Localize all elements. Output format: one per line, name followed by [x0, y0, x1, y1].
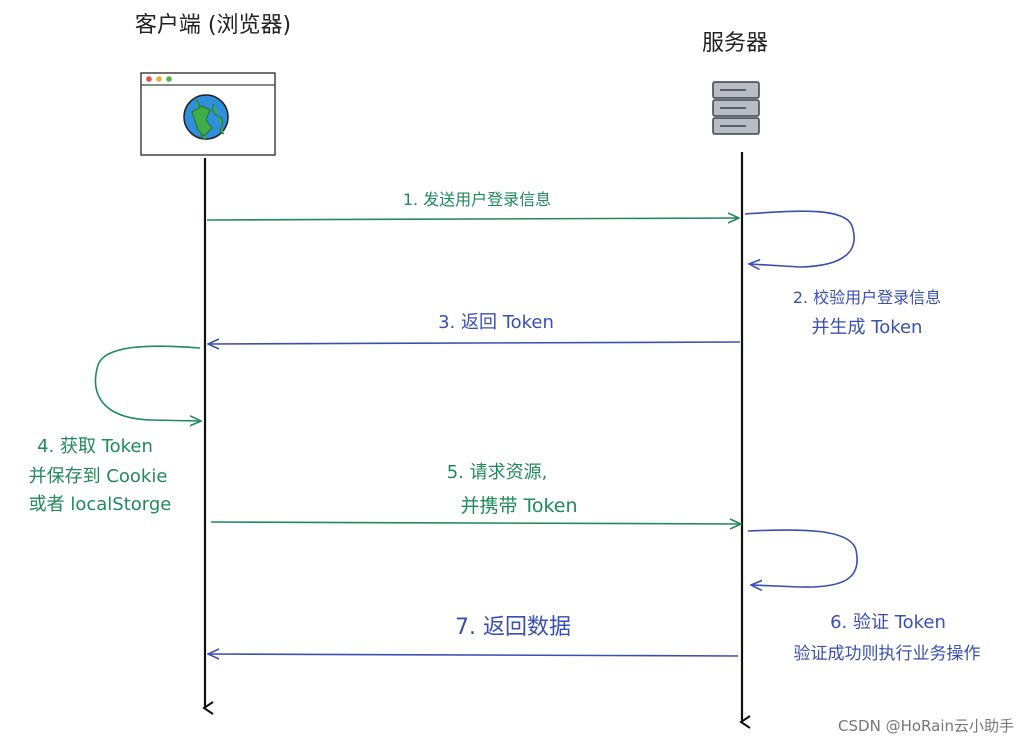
step7-arrow — [209, 654, 739, 656]
browser-icon — [140, 72, 276, 156]
step6-label-line1: 6. 验证 Token — [830, 612, 946, 633]
step5-label-line2: 并携带 Token — [460, 495, 577, 517]
step4-label-line1: 4. 获取 Token — [37, 436, 153, 457]
step4-label-line2: 并保存到 Cookie — [29, 466, 168, 487]
server-label: 服务器 — [702, 31, 768, 56]
step3-label: 3. 返回 Token — [438, 312, 554, 333]
step5-label-line1: 5. 请求资源, — [447, 462, 548, 483]
step1-arrow — [206, 218, 738, 220]
step4-loop — [94, 345, 200, 421]
step1-label: 1. 发送用户登录信息 — [403, 190, 551, 209]
step4-label-line3: 或者 localStorge — [29, 494, 172, 515]
watermark: CSDN @HoRain云小助手 — [838, 717, 1014, 735]
step6-loop — [747, 529, 858, 587]
step6-label-line2: 验证成功则执行业务操作 — [794, 644, 981, 664]
step2-label-line1: 2. 校验用户登录信息 — [793, 288, 941, 307]
server-icon — [712, 81, 760, 135]
step7-label: 7. 返回数据 — [455, 615, 571, 640]
step2-loop — [744, 210, 855, 267]
client-label: 客户端 (浏览器) — [135, 13, 291, 38]
step5-arrow — [210, 522, 740, 524]
step2-label-line2: 并生成 Token — [812, 317, 923, 338]
step3-arrow — [209, 342, 741, 344]
